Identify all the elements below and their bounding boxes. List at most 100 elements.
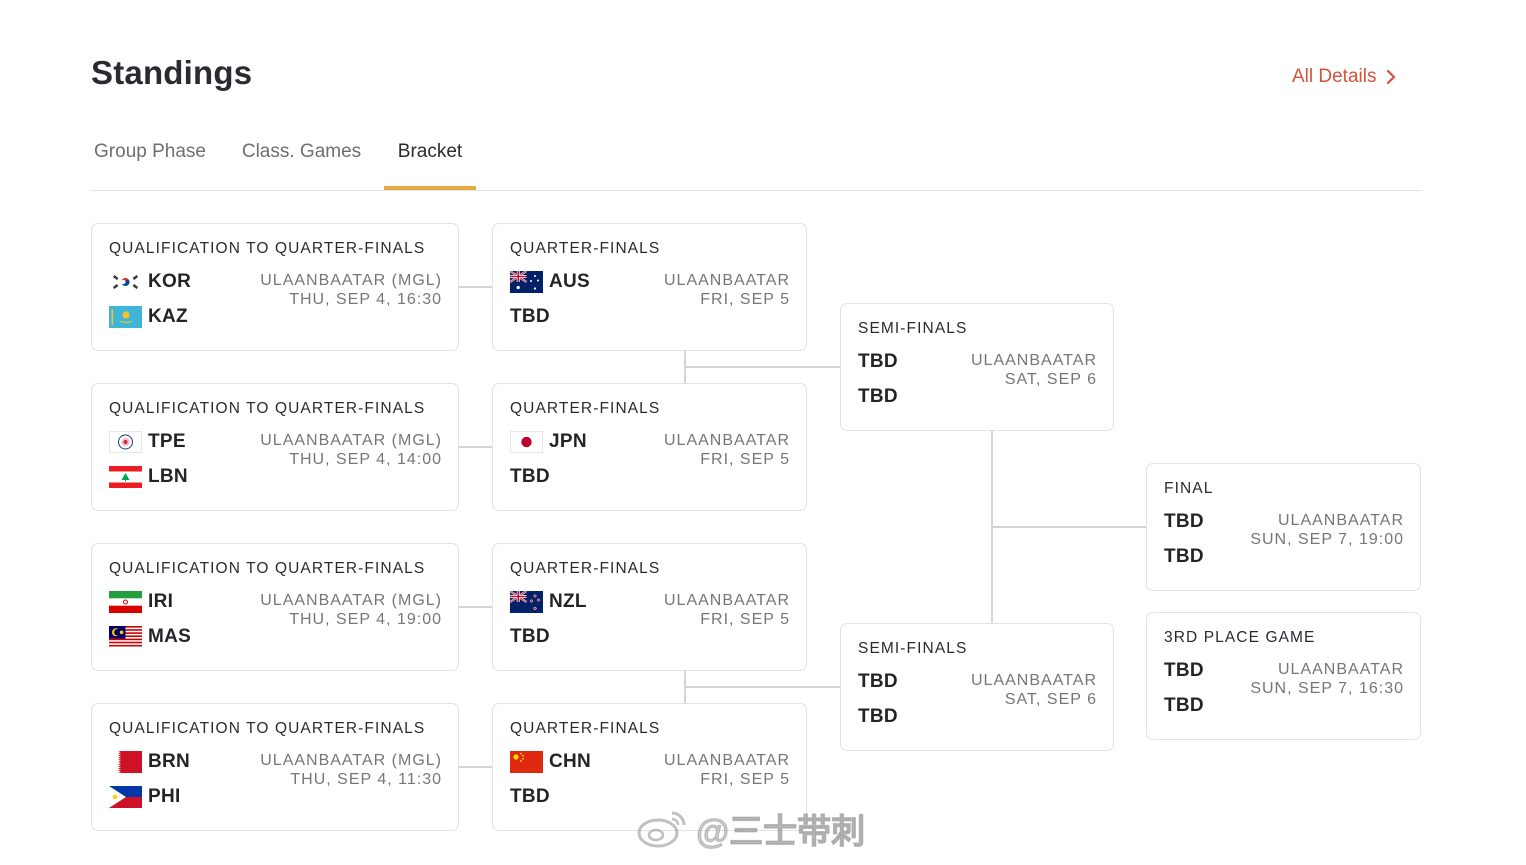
round-label: QUALIFICATION TO QUARTER-FINALS — [109, 720, 426, 737]
japan-flag-icon — [510, 431, 543, 453]
watermark-text: @三士带刺 — [695, 812, 866, 851]
team-row: CHN — [510, 750, 591, 774]
team-code: BRN — [148, 751, 191, 772]
match-datetime: SAT, SEP 6 — [1004, 371, 1097, 388]
bracket-connector — [991, 526, 1147, 528]
match-card-quarter-final[interactable]: QUARTER-FINALS NZL TBD ULAANBAATAR FRI, … — [492, 543, 807, 671]
venue: ULAANBAATAR — [664, 752, 790, 769]
match-card-semi-final[interactable]: SEMI-FINALS TBD TBD ULAANBAATAR SAT, SEP… — [840, 303, 1114, 431]
team-row: TBD — [858, 350, 898, 374]
team-code: AUS — [549, 271, 591, 292]
venue: ULAANBAATAR — [971, 672, 1097, 689]
venue: ULAANBAATAR — [664, 272, 790, 289]
match-datetime: FRI, SEP 5 — [700, 611, 790, 628]
tabs-divider — [91, 190, 1422, 191]
match-datetime: THU, SEP 4, 11:30 — [290, 771, 442, 788]
team-code: TBD — [1164, 660, 1204, 681]
match-info: ULAANBAATAR SAT, SEP 6 — [971, 671, 1097, 709]
all-details-label: All Details — [1292, 66, 1377, 87]
venue: ULAANBAATAR — [1278, 512, 1404, 529]
round-label: SEMI-FINALS — [858, 320, 968, 337]
match-datetime: THU, SEP 4, 14:00 — [289, 451, 442, 468]
malaysia-flag-icon — [109, 626, 142, 648]
match-card-qualification[interactable]: QUALIFICATION TO QUARTER-FINALS KOR KAZ … — [91, 223, 459, 351]
round-label: QUALIFICATION TO QUARTER-FINALS — [109, 400, 426, 417]
venue: ULAANBAATAR (MGL) — [260, 272, 442, 289]
team-row: LBN — [109, 465, 188, 489]
match-datetime: SUN, SEP 7, 19:00 — [1250, 531, 1404, 548]
match-card-quarter-final[interactable]: QUARTER-FINALS AUS TBD ULAANBAATAR FRI, … — [492, 223, 807, 351]
bracket-connector — [459, 286, 492, 288]
team-code: KAZ — [148, 306, 188, 327]
team-code: NZL — [549, 591, 587, 612]
bahrain-flag-icon — [109, 751, 142, 773]
team-row: TBD — [1164, 545, 1204, 569]
round-label: SEMI-FINALS — [858, 640, 968, 657]
team-code: TBD — [510, 626, 550, 647]
tab-group-phase[interactable]: Group Phase — [94, 141, 206, 162]
round-label: QUALIFICATION TO QUARTER-FINALS — [109, 240, 426, 257]
team-row: TBD — [510, 785, 550, 809]
team-row: KAZ — [109, 305, 188, 329]
chinese-taipei-flag-icon — [109, 431, 142, 453]
team-code: TBD — [510, 466, 550, 487]
page-title: Standings — [91, 54, 253, 91]
china-flag-icon — [510, 751, 543, 773]
round-label: QUARTER-FINALS — [510, 240, 661, 257]
team-code: TBD — [510, 786, 550, 807]
team-code: MAS — [148, 626, 192, 647]
match-info: ULAANBAATAR FRI, SEP 5 — [664, 591, 790, 629]
venue: ULAANBAATAR — [971, 352, 1097, 369]
team-row: TBD — [858, 705, 898, 729]
team-code: TBD — [1164, 546, 1204, 567]
watermark: @三士带刺 — [636, 806, 866, 851]
team-row: TBD — [858, 670, 898, 694]
match-card-final[interactable]: FINAL TBD TBD ULAANBAATAR SUN, SEP 7, 19… — [1146, 463, 1421, 591]
team-row: BRN — [109, 750, 190, 774]
team-code: CHN — [549, 751, 592, 772]
match-info: ULAANBAATAR FRI, SEP 5 — [664, 271, 790, 309]
team-row: TBD — [1164, 694, 1204, 718]
australia-flag-icon — [510, 271, 543, 293]
match-info: ULAANBAATAR (MGL) THU, SEP 4, 16:30 — [260, 271, 442, 309]
match-datetime: FRI, SEP 5 — [700, 291, 790, 308]
round-label: QUALIFICATION TO QUARTER-FINALS — [109, 560, 426, 577]
match-card-qualification[interactable]: QUALIFICATION TO QUARTER-FINALS BRN PHI … — [91, 703, 459, 831]
team-row: JPN — [510, 430, 587, 454]
venue: ULAANBAATAR (MGL) — [260, 752, 442, 769]
round-label: QUARTER-FINALS — [510, 720, 661, 737]
bracket-connector — [684, 366, 841, 368]
venue: ULAANBAATAR — [664, 592, 790, 609]
team-code: TBD — [858, 351, 898, 372]
team-row: TBD — [510, 625, 550, 649]
team-code: TBD — [1164, 511, 1204, 532]
kazakhstan-flag-icon — [109, 306, 142, 328]
match-card-qualification[interactable]: QUALIFICATION TO QUARTER-FINALS IRI MAS … — [91, 543, 459, 671]
match-datetime: THU, SEP 4, 19:00 — [289, 611, 442, 628]
philippines-flag-icon — [109, 786, 142, 808]
team-row: MAS — [109, 625, 191, 649]
weibo-logo-icon — [637, 811, 686, 848]
match-card-quarter-final[interactable]: QUARTER-FINALS JPN TBD ULAANBAATAR FRI, … — [492, 383, 807, 511]
team-code: PHI — [148, 786, 181, 807]
match-info: ULAANBAATAR FRI, SEP 5 — [664, 751, 790, 789]
all-details-link[interactable]: All Details — [1292, 64, 1396, 90]
team-code: KOR — [148, 271, 192, 292]
team-row: KOR — [109, 270, 191, 294]
team-code: TBD — [858, 706, 898, 727]
team-row: IRI — [109, 590, 173, 614]
round-label: QUARTER-FINALS — [510, 560, 661, 577]
match-info: ULAANBAATAR SAT, SEP 6 — [971, 351, 1097, 389]
tab-class-games[interactable]: Class. Games — [241, 141, 362, 162]
bracket-connector — [459, 446, 492, 448]
match-card-quarter-final[interactable]: QUARTER-FINALS CHN TBD ULAANBAATAR FRI, … — [492, 703, 807, 831]
tab-bracket[interactable]: Bracket — [397, 141, 463, 162]
team-code: TBD — [510, 306, 550, 327]
team-code: TBD — [858, 386, 898, 407]
match-card-qualification[interactable]: QUALIFICATION TO QUARTER-FINALS TPE LBN … — [91, 383, 459, 511]
match-info: ULAANBAATAR (MGL) THU, SEP 4, 19:00 — [260, 591, 442, 629]
match-card-third-place[interactable]: 3RD PLACE GAME TBD TBD ULAANBAATAR SUN, … — [1146, 612, 1421, 740]
team-row: AUS — [510, 270, 590, 294]
match-card-semi-final[interactable]: SEMI-FINALS TBD TBD ULAANBAATAR SAT, SEP… — [840, 623, 1114, 751]
